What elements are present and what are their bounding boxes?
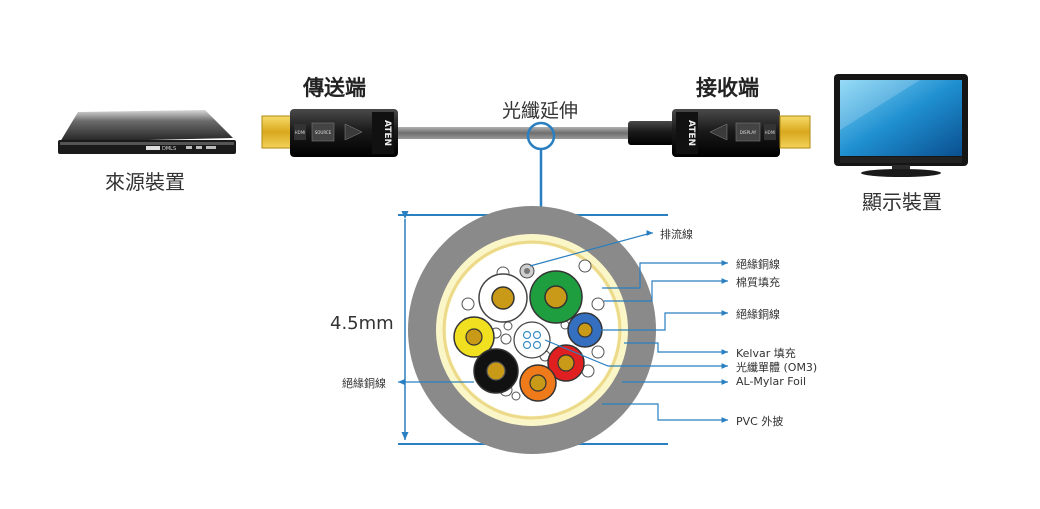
tx-source-mark: SOURCE [315,130,332,135]
transmitter-label: 傳送端 [303,76,366,100]
callout-cotton-filler: 棉質填充 [736,276,780,289]
display-device-icon [834,74,968,177]
rx-hdmi-mark: HDMI [765,130,776,135]
fiber-extension-label: 光纖延伸 [502,100,579,122]
transmitter-connector-icon: HDMI SOURCE ATEN [261,109,398,157]
callout-al-mylar: AL-Mylar Foil [736,375,807,388]
callout-insulated-copper-1: 絕緣銅線 [736,258,780,271]
source-device-label: 來源裝置 [105,170,185,194]
rx-brand-mark: ATEN [686,120,696,146]
callout-fiber-om3: 光纖單體 (OM3) [736,361,818,374]
source-panel-text: DMLS [162,146,176,152]
callout-drain: 排流線 [660,228,693,241]
fiber-cable [395,127,690,139]
fiber-om3-bundle [513,321,551,359]
display-device-label: 顯示裝置 [862,190,942,214]
callout-pvc-jacket: PVC 外披 [736,415,784,428]
callout-insulated-copper-left: 絕緣銅線 [342,377,386,390]
callout-insulated-copper-2: 絕緣銅線 [736,308,780,321]
receiver-connector-icon: ATEN DISPLAY HDMI [628,109,811,157]
tx-hdmi-mark: HDMI [295,130,306,135]
receiver-label: 接收端 [696,76,759,100]
source-device-icon: DMLS [58,110,236,154]
tx-brand-mark: ATEN [382,120,392,146]
diameter-label: 4.5mm [330,313,394,334]
callout-lines [398,230,728,423]
rx-display-mark: DISPLAY [740,130,757,135]
callout-kevlar-filler: Kelvar 填充 [736,347,796,360]
